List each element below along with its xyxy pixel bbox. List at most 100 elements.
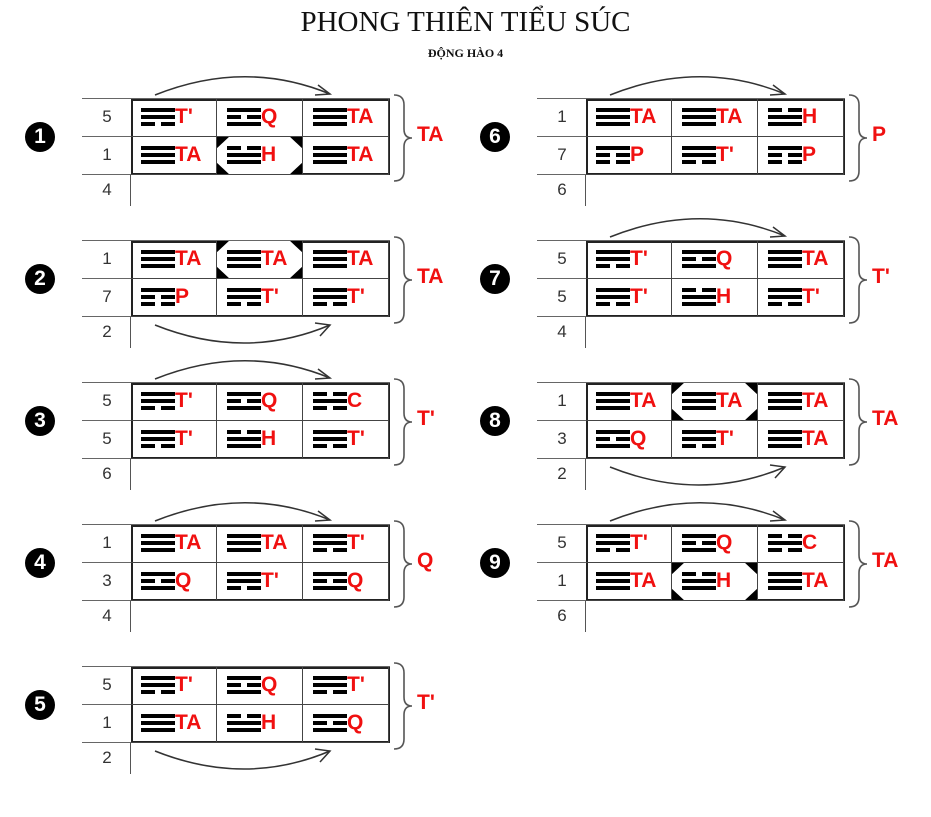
row-divider (82, 240, 390, 241)
column-divider (585, 601, 586, 632)
trigram-label: T' (347, 427, 365, 450)
trigram-cell: T' (758, 279, 844, 317)
trigram-label: T' (175, 389, 193, 412)
trigram-cell: H (672, 563, 758, 601)
trigram-cell: TA (586, 383, 672, 421)
trigram-label: C (347, 389, 363, 412)
curved-arrow-icon (609, 464, 787, 486)
trigram-icon (227, 714, 261, 734)
column-divider (585, 317, 586, 348)
block-number-badge: 6 (480, 122, 510, 152)
trigram-cell: T' (586, 279, 672, 317)
trigram-label: P (802, 143, 817, 166)
trigram-label: H (716, 285, 732, 308)
trigram-icon (313, 714, 347, 734)
trigram-icon (313, 288, 347, 308)
trigram-cell: T' (131, 99, 217, 137)
row-divider (537, 98, 845, 99)
trigram-cell: TA (758, 563, 844, 601)
brace-icon (393, 94, 413, 182)
trigram-icon (596, 108, 630, 128)
brace-icon (393, 520, 413, 608)
row-number: 1 (102, 249, 112, 268)
trigram-label: T' (716, 143, 734, 166)
trigram-icon (682, 250, 716, 270)
trigram-icon (682, 534, 716, 554)
trigram-cell: Q (672, 525, 758, 563)
row-number: 5 (557, 249, 567, 268)
trigram-label: Q (716, 531, 733, 554)
trigram-label: P (630, 143, 645, 166)
column-divider (130, 743, 131, 774)
trigram-cell: T' (217, 563, 303, 601)
trigram-icon (227, 108, 261, 128)
row-number: 5 (102, 391, 112, 410)
trigram-icon (141, 250, 175, 270)
trigram-cell: T' (672, 421, 758, 459)
row-divider (82, 524, 390, 525)
trigram-icon (596, 534, 630, 554)
row-number: 7 (102, 287, 112, 306)
row-number: 4 (102, 606, 112, 625)
trigram-label: TA (175, 247, 202, 270)
trigram-icon (596, 430, 630, 450)
trigram-label: T' (347, 285, 365, 308)
trigram-icon (141, 676, 175, 696)
row-number: 1 (557, 391, 567, 410)
trigram-cell: TA (131, 241, 217, 279)
page-title: PHONG THIÊN TIỂU SÚC (300, 6, 631, 38)
trigram-cell: TA (672, 383, 758, 421)
trigram-icon (768, 572, 802, 592)
brace-icon (848, 94, 868, 182)
row-number: 5 (557, 287, 567, 306)
trigram-icon (141, 572, 175, 592)
curved-arrow-icon (154, 502, 333, 522)
trigram-label: TA (630, 105, 657, 128)
trigram-icon (768, 250, 802, 270)
block-number-badge: 4 (25, 548, 55, 578)
curved-arrow-icon (154, 76, 333, 96)
trigram-icon (682, 146, 716, 166)
trigram-label: TA (630, 389, 657, 412)
trigram-label: T' (261, 285, 279, 308)
trigram-label: TA (175, 143, 202, 166)
trigram-label: Q (261, 105, 278, 128)
row-number: 1 (102, 145, 112, 164)
brace-icon (393, 378, 413, 466)
trigram-icon (141, 534, 175, 554)
trigram-label: C (802, 531, 818, 554)
trigram-label: T' (347, 531, 365, 554)
block-number-badge: 3 (25, 406, 55, 436)
trigram-label: Q (716, 247, 733, 270)
trigram-icon (768, 534, 802, 554)
trigram-icon (596, 288, 630, 308)
trigram-label: H (261, 143, 277, 166)
result-label: Q (417, 549, 434, 572)
trigram-icon (682, 572, 716, 592)
trigram-cell: T' (131, 421, 217, 459)
trigram-icon (227, 250, 261, 270)
row-number: 4 (102, 180, 112, 199)
trigram-cell: TA (586, 99, 672, 137)
column-divider (130, 601, 131, 632)
trigram-icon (682, 430, 716, 450)
trigram-cell: P (586, 137, 672, 175)
row-number: 1 (102, 533, 112, 552)
brace-icon (848, 236, 868, 324)
trigram-cell: T' (303, 421, 389, 459)
trigram-icon (596, 572, 630, 592)
curved-arrow-icon (154, 322, 332, 344)
row-number: 1 (102, 713, 112, 732)
trigram-icon (313, 534, 347, 554)
result-label: TA (417, 265, 444, 288)
row-number: 4 (557, 322, 567, 341)
